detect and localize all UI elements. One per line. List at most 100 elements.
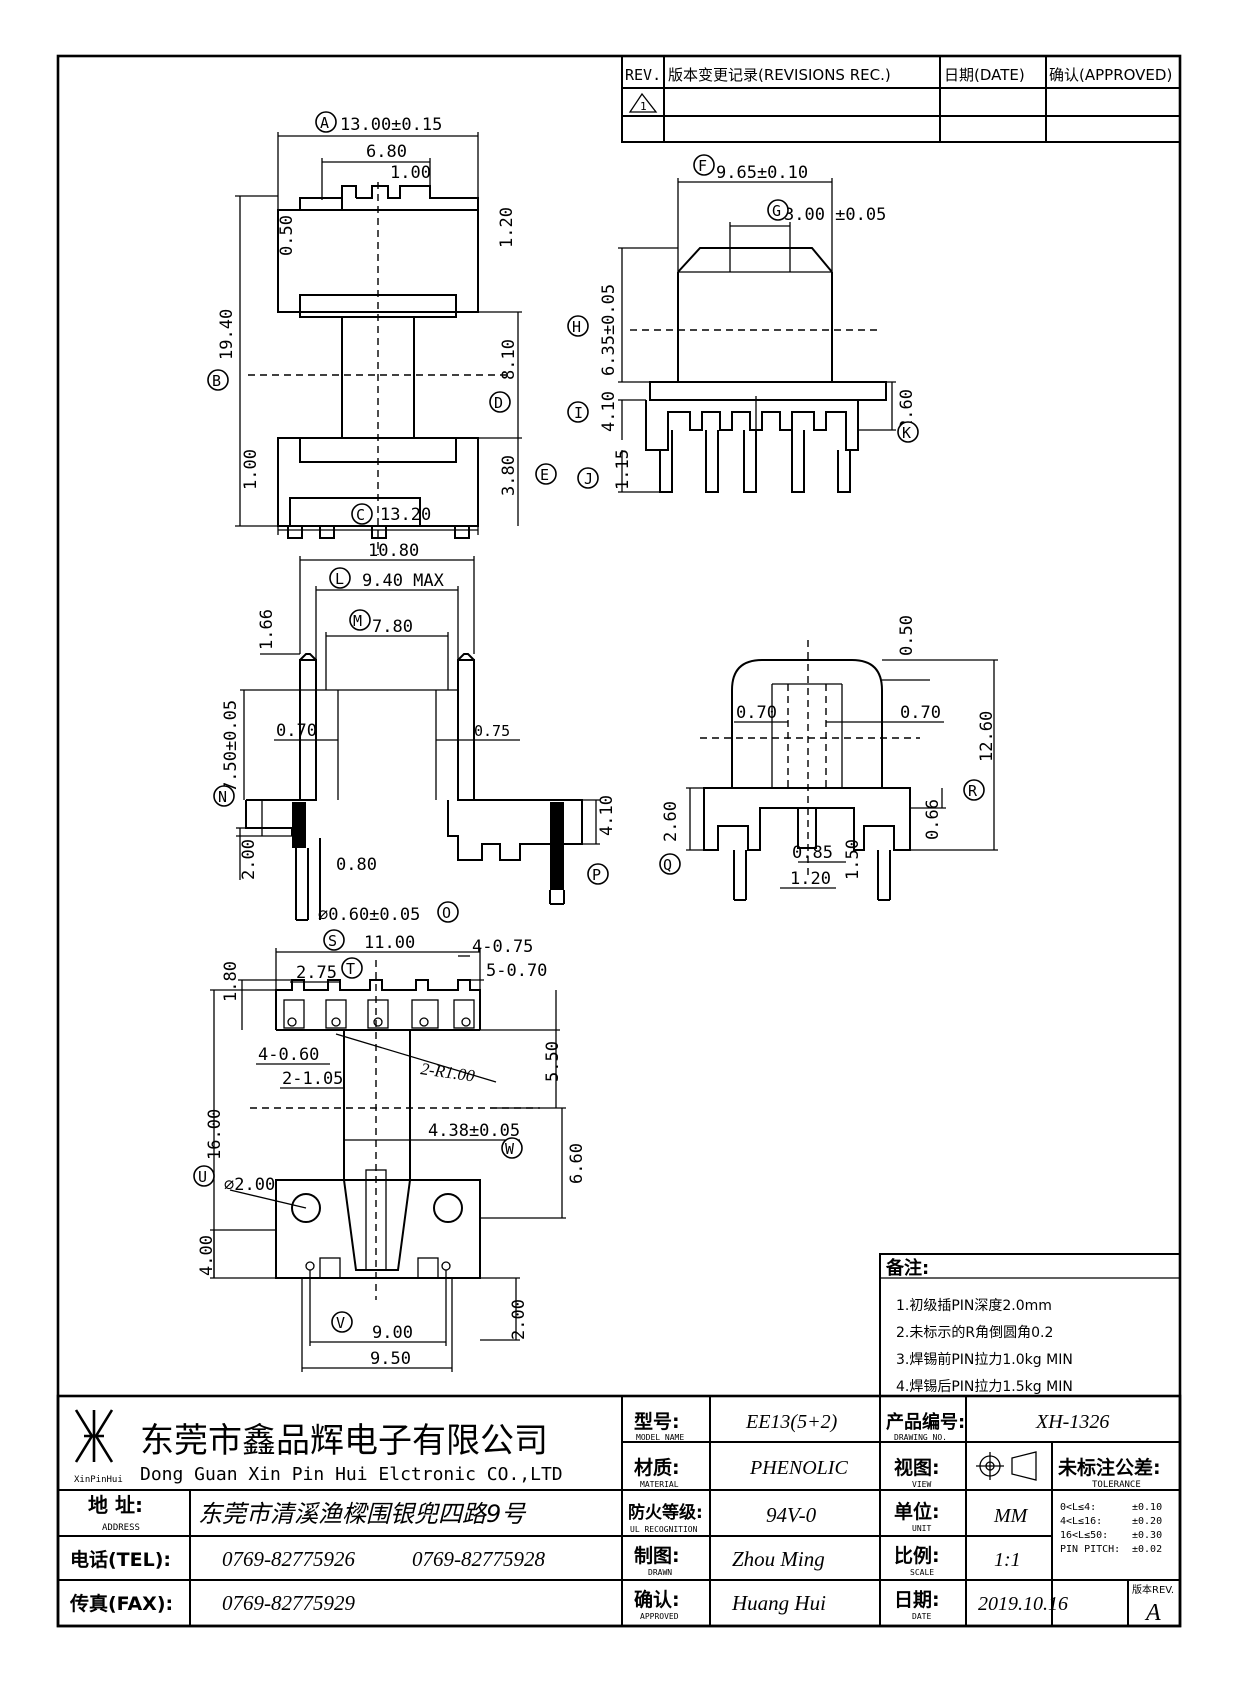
callout-n: N: [218, 788, 227, 806]
dim-050-end: 0.50: [897, 615, 917, 656]
revision-table: REV. 版本变更记录(REVISIONS REC.) 日期(DATE) 确认(…: [621, 55, 1181, 143]
dim-950: 9.50: [370, 1349, 411, 1369]
ul-label: 防火等级:: [628, 1502, 703, 1523]
material-label-en: MATERIAL: [640, 1480, 679, 1489]
view-label: 视图:: [894, 1456, 940, 1479]
callout-k: K: [902, 424, 911, 442]
note-item-2: 2.未标示的R角倒圆角0.2: [896, 1325, 1053, 1341]
rev-col-header: REV.: [625, 66, 661, 84]
tol-value-4: ±0.02: [1132, 1544, 1162, 1555]
dim-050: 0.50: [277, 215, 297, 256]
tol-value-1: ±0.10: [1132, 1502, 1162, 1513]
callout-v: V: [336, 1314, 345, 1332]
callout-t: T: [346, 960, 355, 978]
tol-range-2: 4<L≤16:: [1060, 1516, 1102, 1527]
dim-q-value: 2.60: [661, 801, 681, 842]
callout-w: W: [505, 1140, 515, 1158]
revision-triangle-icon: [628, 92, 658, 113]
callout-o: O: [442, 904, 451, 922]
note-item-3: 3.焊锡前PIN拉力1.0kg MIN: [896, 1351, 1073, 1368]
callout-d: D: [494, 394, 503, 412]
dim-080: 0.80: [336, 855, 377, 875]
dim-660: 6.60: [567, 1143, 587, 1184]
dim-s-value: 11.00: [364, 933, 415, 953]
callout-m: M: [353, 612, 362, 630]
callout-i: I: [574, 404, 583, 422]
dim-o-value: ⌀0.60±0.05: [318, 905, 420, 925]
model-value: EE13(5+2): [745, 1411, 838, 1433]
date-value: 2019.10.16: [978, 1593, 1068, 1615]
approved-label: 确认:: [634, 1588, 680, 1611]
callout-p: P: [592, 866, 601, 884]
address-label-en: ADDRESS: [102, 1523, 140, 1533]
dim-k-value: 2.60: [897, 389, 917, 430]
approved-label-en: APPROVED: [640, 1612, 679, 1621]
dim-2-105: 2-1.05: [282, 1069, 343, 1089]
dim-550: 5.50: [543, 1041, 563, 1082]
model-label: 型号:: [634, 1410, 680, 1433]
dim-v-value: 9.00: [372, 1323, 413, 1343]
unit-label: 单位:: [894, 1500, 940, 1523]
projection-symbol-icon: [976, 1451, 1037, 1481]
dim-m-value: 7.80: [372, 617, 413, 637]
revision-mark: 1: [640, 100, 647, 113]
rev-value: A: [1144, 1600, 1161, 1626]
callout-h: H: [572, 318, 581, 336]
notes-title: 备注:: [885, 1257, 929, 1279]
tel-1: 0769-82775926: [222, 1547, 355, 1571]
record-col-header: 版本变更记录(REVISIONS REC.): [668, 66, 891, 84]
dim-200-front: 2.00: [239, 839, 259, 880]
drawing-no-label: 产品编号:: [886, 1411, 965, 1433]
dim-4-075: 4-0.75: [472, 937, 533, 957]
view-end: 0.50 12.60 0.70 0.70 0.66 2.60 0.85 1.20…: [659, 615, 998, 901]
notes-box: 备注: 1.初级插PIN深度2.0mm 2.未标示的R角倒圆角0.2 3.焊锡前…: [879, 1253, 1181, 1397]
dim-c-value: 13.20: [380, 505, 431, 525]
date-label: 日期:: [894, 1589, 940, 1611]
dim-200-bottom: 2.00: [509, 1299, 529, 1340]
dim-075-front: 0.75: [474, 722, 510, 740]
dim-100-bottom: 1.00: [241, 449, 261, 490]
dim-j-value: 1.15: [613, 449, 633, 490]
fax-value: 0769-82775929: [222, 1591, 355, 1615]
tol-range-3: 16<L≤50:: [1060, 1530, 1108, 1541]
drawing-no-value: XH-1326: [1035, 1411, 1109, 1433]
note-item-4: 4.焊锡后PIN拉力1.5kg MIN: [896, 1379, 1073, 1395]
model-label-en: MODEL NAME: [636, 1433, 684, 1442]
callout-l: L: [335, 570, 344, 588]
dim-l-value: 9.40 MAX: [362, 571, 445, 591]
view-side: 9.65±0.10 3.00 ±0.05 6.35±0.05 4.10 1.15…: [567, 154, 919, 493]
drawn-label-en: DRAWN: [648, 1568, 672, 1577]
dim-d-value: 8.10: [499, 339, 519, 380]
callout-g: G: [772, 202, 781, 220]
fax-label: 传真(FAX):: [69, 1592, 173, 1615]
tel-2: 0769-82775928: [412, 1547, 545, 1571]
scale-label-en: SCALE: [910, 1568, 934, 1577]
address-label: 地 址:: [88, 1493, 143, 1517]
drawn-label: 制图:: [634, 1544, 680, 1567]
dim-400: 4.00: [197, 1235, 217, 1276]
dim-t-value: 2.75: [296, 963, 337, 983]
scale-value: 1:1: [994, 1549, 1021, 1571]
dim-150: 1.50: [843, 839, 863, 880]
company-name-cn: 东莞市鑫品辉电子有限公司: [140, 1421, 548, 1461]
dim-120: 1.20: [497, 207, 517, 248]
material-label: 材质:: [634, 1456, 680, 1479]
dim-u-value: 16.00: [205, 1109, 225, 1160]
callout-f: F: [698, 157, 707, 175]
approved-value: Huang Hui: [731, 1591, 826, 1615]
dim-066: 0.66: [923, 799, 943, 840]
ul-value: 94V-0: [766, 1503, 817, 1527]
scale-label: 比例:: [894, 1544, 940, 1567]
callout-u: U: [198, 1168, 207, 1186]
view-front: 10.80 9.40 MAX 7.80 1.66 7.50±0.05 0.70 …: [213, 541, 617, 925]
dim-410-front: 4.10: [597, 795, 617, 836]
title-block: XinPinHui 东莞市鑫品辉电子有限公司 Dong Guan Xin Pin…: [56, 1394, 1182, 1628]
tol-range-4: PIN PITCH:: [1060, 1544, 1120, 1555]
callout-c: C: [356, 506, 365, 524]
tol-value-3: ±0.30: [1132, 1530, 1162, 1541]
dim-f-value: 9.65±0.10: [716, 163, 808, 183]
rev-label: 版本REV.: [1132, 1583, 1174, 1596]
ul-label-en: UL RECOGNITION: [630, 1525, 698, 1534]
dim-r-value: 12.60: [977, 711, 997, 762]
